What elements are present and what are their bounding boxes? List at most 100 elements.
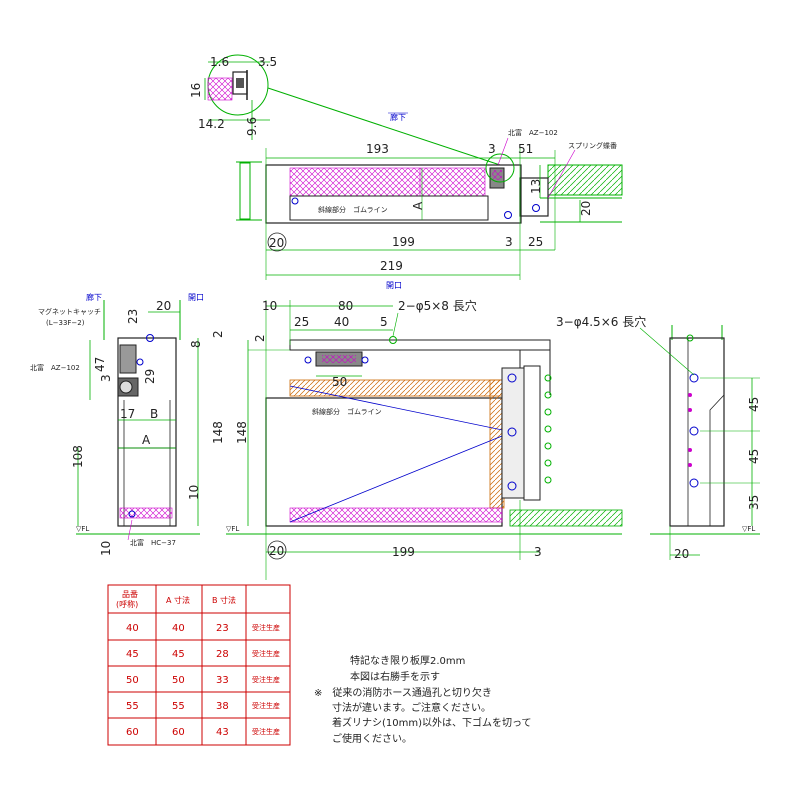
table-cell: 45 (126, 649, 139, 660)
side-left-dim-20: 20 (156, 299, 171, 313)
side-left-magnet: マグネットキャッチ (38, 307, 101, 316)
front-rubber-note: 斜線部分 ゴムライン (312, 407, 382, 416)
table-cell: 50 (126, 675, 139, 686)
detail-dim-3-5: 3.5 (258, 55, 277, 69)
table-cell: 55 (126, 701, 139, 712)
front-dim-10: 10 (262, 299, 277, 313)
table-cell: 38 (216, 701, 229, 712)
side-right-dim-45b: 45 (747, 449, 761, 464)
side-left-dim-148: 148 (211, 421, 225, 444)
front-dim-50: 50 (332, 375, 347, 389)
top-dim-a: A (411, 201, 425, 210)
side-left-hc: 北富 HC−37 (130, 538, 176, 547)
side-left-dim-2: 2 (211, 330, 225, 338)
top-plan-view: 廊下 193 3 51 13 (236, 112, 623, 280)
top-dim-51: 51 (518, 142, 533, 156)
table-cell: 受注生産 (252, 649, 280, 658)
top-dim-20: 20 (579, 201, 593, 216)
front-dim-25: 25 (294, 315, 309, 329)
front-dim-40: 40 (334, 315, 349, 329)
front-dim-199: 199 (392, 545, 415, 559)
front-dim-20: 20 (269, 544, 284, 558)
table-cell: 43 (216, 727, 229, 738)
table-cell: 40 (126, 623, 139, 634)
table-cell: 45 (172, 649, 185, 660)
note-line: 特記なき限り板厚2.0mm (350, 654, 465, 667)
table-cell: 受注生産 (252, 623, 280, 632)
table-header-model: 品番 (122, 589, 138, 599)
side-right-fl: ▽FL (742, 525, 755, 533)
side-left-dim-b: B (150, 407, 158, 421)
table-cell: 50 (172, 675, 185, 686)
top-dim-25: 25 (528, 235, 543, 249)
top-rubber-note: 斜線部分 ゴムライン (318, 205, 388, 214)
side-left-dim-10b: 10 (99, 541, 113, 556)
top-view-label: 廊下 (390, 112, 406, 122)
side-left-label-b: 開口 (188, 293, 204, 302)
table-cell: 33 (216, 675, 229, 686)
top-dim-3b: 3 (505, 235, 513, 249)
front-hole-note: 2−φ5×8 長穴 (398, 298, 477, 313)
side-left-fl: ▽FL (76, 525, 89, 533)
front-dim-5: 5 (380, 315, 388, 329)
top-dim-13: 13 (529, 179, 543, 194)
detail-dim-14-2: 14.2 (198, 117, 225, 131)
top-dim-20-circle: 20 (269, 236, 284, 250)
size-table: 品番 (呼称) A 寸法 B 寸法 40 40 23 受注生産 45 45 28… (107, 584, 291, 746)
side-left-magnet-code: (L−33F−2) (46, 319, 85, 327)
top-spring-hinge: スプリング蝶番 (568, 141, 617, 150)
side-right-dim-45a: 45 (747, 397, 761, 412)
top-dim-3: 3 (488, 142, 496, 156)
detail-dim-1-6: 1.6 (210, 55, 229, 69)
front-fl: ▽FL (226, 525, 239, 533)
side-left-dim-108: 108 (71, 445, 85, 468)
front-dim-2: 2 (253, 334, 267, 342)
table-cell: 55 (172, 701, 185, 712)
top-part-az: 北富 AZ−102 (508, 128, 558, 137)
table-header-b: B 寸法 (212, 595, 236, 605)
detail-dim-9-6: 9.6 (245, 117, 259, 136)
note-line: 着ズリナシ(10mm)以外は、下ゴムを切って (332, 716, 532, 729)
side-left-az: 北富 AZ−102 (30, 363, 80, 372)
side-left-dim-a: A (142, 433, 151, 447)
table-cell: 40 (172, 623, 185, 634)
front-view: 開口 ▽FL (226, 281, 623, 580)
front-view-label: 開口 (386, 281, 402, 290)
note-line: ※ 従来の消防ホース通過孔と切り欠き (314, 686, 492, 699)
table-cell: 受注生産 (252, 675, 280, 684)
side-left-dim-8: 8 (189, 340, 203, 348)
left-side-view: 廊下 開口 ▽FL 20 23 2 8 47 29 3 17 B (30, 292, 225, 556)
side-left-dim-23: 23 (126, 309, 140, 324)
side-left-dim-17: 17 (120, 407, 135, 421)
note-line: 寸法が違います。ご注意ください。 (332, 701, 491, 714)
detail-dim-16: 16 (189, 83, 203, 98)
table-cell: 23 (216, 623, 229, 634)
table-cell: 60 (172, 727, 185, 738)
top-dim-219: 219 (380, 259, 403, 273)
table-cell: 受注生産 (252, 701, 280, 710)
top-dim-199: 199 (392, 235, 415, 249)
note-line: 本図は右勝手を示す (350, 670, 440, 683)
hinge-screws (544, 374, 552, 484)
side-left-label-a: 廊下 (86, 292, 102, 302)
side-left-dim-29: 29 (143, 369, 157, 384)
front-dim-148: 148 (235, 421, 249, 444)
table-header-a: A 寸法 (166, 595, 190, 605)
note-line: ご使用ください。 (332, 732, 412, 745)
side-left-dim-3: 3 (99, 374, 113, 382)
top-dim-193: 193 (366, 142, 389, 156)
table-cell: 60 (126, 727, 139, 738)
right-side-view: ▽FL 3−φ4.5×6 長穴 45 45 35 20 (556, 314, 761, 561)
table-cell: 28 (216, 649, 229, 660)
front-dim-3: 3 (534, 545, 542, 559)
side-left-dim-47: 47 (93, 357, 107, 372)
table-cell: 受注生産 (252, 727, 280, 736)
notes: 特記なき限り板厚2.0mm 本図は右勝手を示す ※ 従来の消防ホース通過孔と切り… (314, 654, 532, 745)
side-right-dim-20: 20 (674, 547, 689, 561)
side-right-dim-35: 35 (747, 495, 761, 510)
side-right-hole-note: 3−φ4.5×6 長穴 (556, 314, 646, 329)
table-header-model-sub: (呼称) (116, 599, 138, 609)
front-dim-80: 80 (338, 299, 353, 313)
side-left-dim-10: 10 (187, 485, 201, 500)
